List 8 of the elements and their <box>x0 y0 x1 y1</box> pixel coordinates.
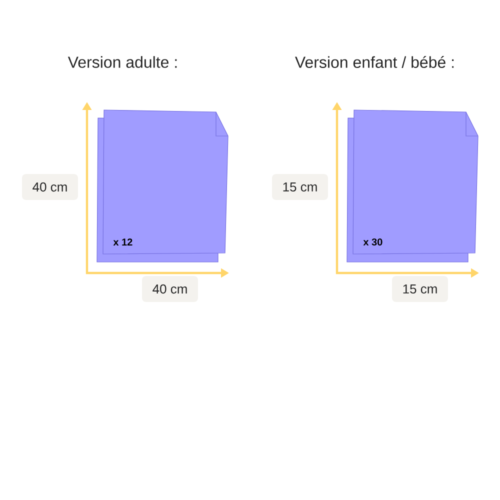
sheet-stack: x 30 <box>346 110 478 262</box>
dimension-tag: 15 cm <box>392 276 448 302</box>
dimension-tag: 15 cm <box>272 174 328 200</box>
sheet-stack: x 12 <box>96 110 228 262</box>
heading: Version enfant / bébé : <box>295 56 454 68</box>
heading: Version adulte : <box>68 56 177 68</box>
dimension-tag: 40 cm <box>22 174 78 200</box>
dimension-tag: 40 cm <box>142 276 198 302</box>
